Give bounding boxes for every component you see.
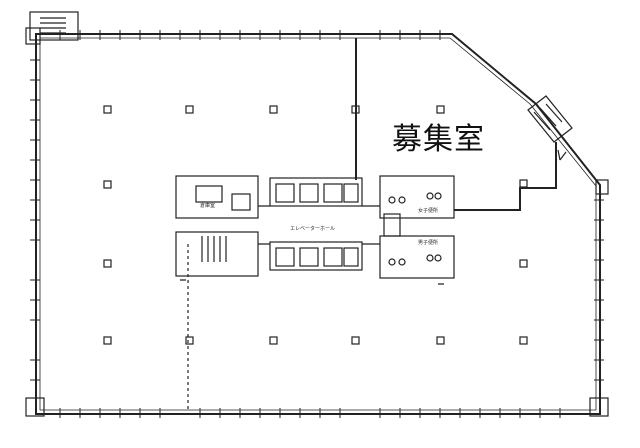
exterior-wall [25, 11, 609, 417]
perimeter-mullions [30, 30, 604, 418]
elevator-hall-label: エレベーターホール [290, 225, 335, 232]
room-label-wc-female: 女子便所 [418, 207, 438, 214]
room-label-wc-male: 男子便所 [418, 239, 438, 246]
vacancy-label: 募集室 [392, 122, 485, 157]
central-core [175, 175, 455, 285]
stair-top-right [527, 95, 573, 161]
structural-columns [103, 105, 528, 345]
room-label-storage: 倉庫室 [200, 202, 215, 209]
partition-walls [355, 38, 557, 211]
